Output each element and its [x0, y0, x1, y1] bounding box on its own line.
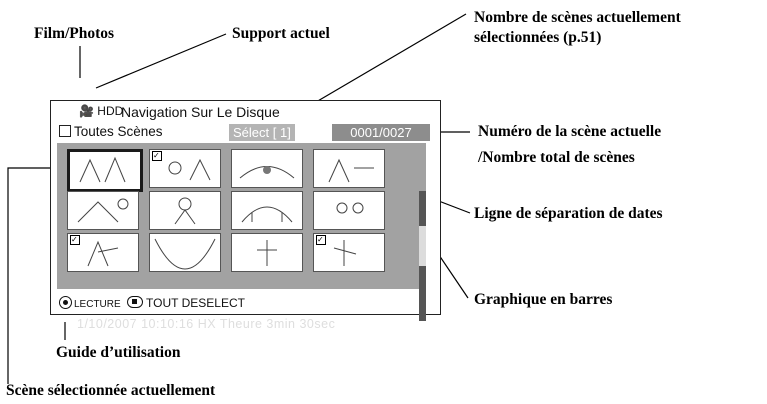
- scene-mode: Toutes Scènes: [59, 124, 163, 139]
- scene-info: 1/10/2007 10:10:16 HX Theure 3min 30sec: [77, 317, 336, 331]
- scene-thumbnail[interactable]: [231, 149, 303, 188]
- media-icons: 🎥 HDD: [79, 104, 124, 118]
- scene-number-label-line1: Numéro de la scène actuelle: [478, 123, 662, 140]
- scene-number-label-line2: /Nombre total de scènes: [478, 149, 635, 166]
- guide-deselect: TOUT DESELECT: [146, 296, 245, 310]
- camera-screen: 🎥 HDD Navigation Sur Le Disque Toutes Sc…: [50, 100, 441, 331]
- bar-graph-label: Graphique en barres: [474, 291, 613, 308]
- scene-thumbnail[interactable]: [313, 191, 385, 230]
- bar-graph[interactable]: [419, 191, 426, 321]
- stop-button-icon: [127, 296, 144, 308]
- thumbnail-area: ✓ ✓ ✓ 1/10/2007 10:10:16 HX Theure 3min 30…: [57, 143, 426, 331]
- checkmark-icon: ✓: [316, 235, 326, 245]
- scene-thumbnail[interactable]: [231, 233, 303, 272]
- screen-title: Navigation Sur Le Disque: [121, 104, 280, 120]
- current-scene-label: Scène sélectionnée actuellement: [6, 382, 216, 399]
- scene-thumbnail[interactable]: [149, 191, 221, 230]
- scene-counter: 0001/0027: [332, 124, 430, 141]
- film-photos-label: Film/Photos: [34, 25, 115, 42]
- scene-thumbnail[interactable]: ✓: [67, 233, 139, 272]
- selected-count-label-line2: sélectionnées (p.51): [474, 29, 602, 46]
- checkmark-icon: ✓: [152, 151, 162, 161]
- select-count-badge: Sélect [ 1]: [229, 124, 295, 141]
- scene-thumbnail[interactable]: [313, 149, 385, 188]
- guide-play: LECTURE: [74, 299, 121, 310]
- selected-count-label-line1: Nombre de scènes actuellement: [474, 9, 681, 26]
- scenes-icon: [59, 125, 71, 137]
- scene-thumbnail[interactable]: [149, 233, 221, 272]
- usage-guide: LECTURE TOUT DESELECT: [59, 296, 245, 310]
- current-media-label: Support actuel: [232, 25, 330, 42]
- scene-thumbnail[interactable]: [67, 149, 143, 192]
- scene-thumbnail[interactable]: ✓: [149, 149, 221, 188]
- bar-graph-knob[interactable]: [419, 226, 426, 266]
- scene-thumbnail[interactable]: ✓: [313, 233, 385, 272]
- joystick-icon: [59, 296, 72, 309]
- usage-guide-label: Guide d’utilisation: [56, 344, 181, 361]
- scene-thumbnail[interactable]: [231, 191, 303, 230]
- checkmark-icon: ✓: [70, 235, 80, 245]
- date-separator-label: Ligne de séparation de dates: [474, 205, 663, 222]
- scene-mode-text: Toutes Scènes: [74, 124, 163, 139]
- scene-thumbnail[interactable]: [67, 191, 139, 230]
